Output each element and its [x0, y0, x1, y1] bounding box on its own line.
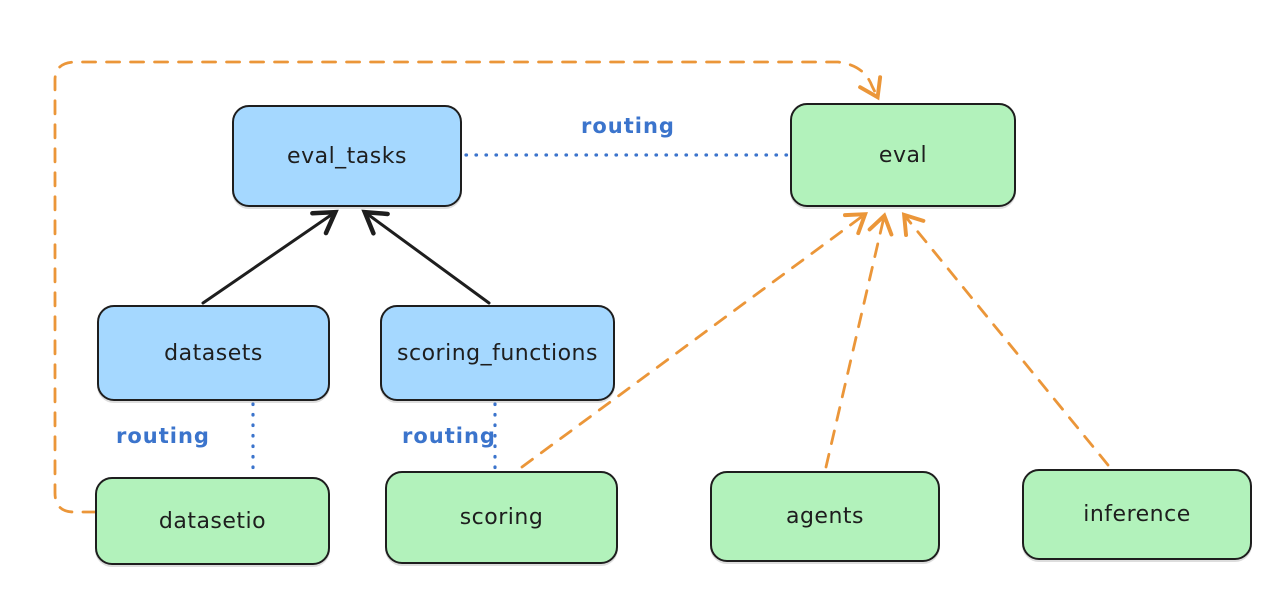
node-eval-label: eval — [878, 142, 928, 168]
edge-datasetio-to-eval — [53, 60, 883, 514]
node-datasets: datasets — [97, 305, 330, 401]
edge-scoring-functions-to-eval-tasks — [361, 209, 491, 305]
node-datasets-label: datasets — [164, 340, 263, 366]
node-scoring-functions-label: scoring_functions — [397, 340, 598, 366]
edge-label-routing-top: routing — [581, 114, 675, 138]
edge-label-routing-scoring: routing — [402, 424, 496, 448]
node-eval-tasks: eval_tasks — [232, 105, 462, 207]
node-agents: agents — [710, 471, 940, 562]
edge-datasets-to-eval-tasks — [201, 209, 339, 305]
edge-label-routing-datasets: routing — [116, 424, 210, 448]
node-eval-tasks-label: eval_tasks — [287, 143, 407, 169]
node-eval: eval — [790, 103, 1016, 207]
edge-scoring-to-eval — [520, 212, 868, 469]
node-inference-label: inference — [1083, 502, 1191, 527]
node-inference: inference — [1022, 469, 1252, 560]
node-datasetio-label: datasetio — [158, 508, 267, 534]
node-scoring-label: scoring — [459, 505, 544, 530]
node-agents-label: agents — [785, 504, 864, 529]
edge-agents-to-eval — [824, 212, 894, 469]
edge-inference-to-eval — [901, 212, 1110, 467]
node-scoring: scoring — [385, 471, 618, 564]
node-scoring-functions: scoring_functions — [380, 305, 615, 401]
node-datasetio: datasetio — [95, 477, 330, 565]
